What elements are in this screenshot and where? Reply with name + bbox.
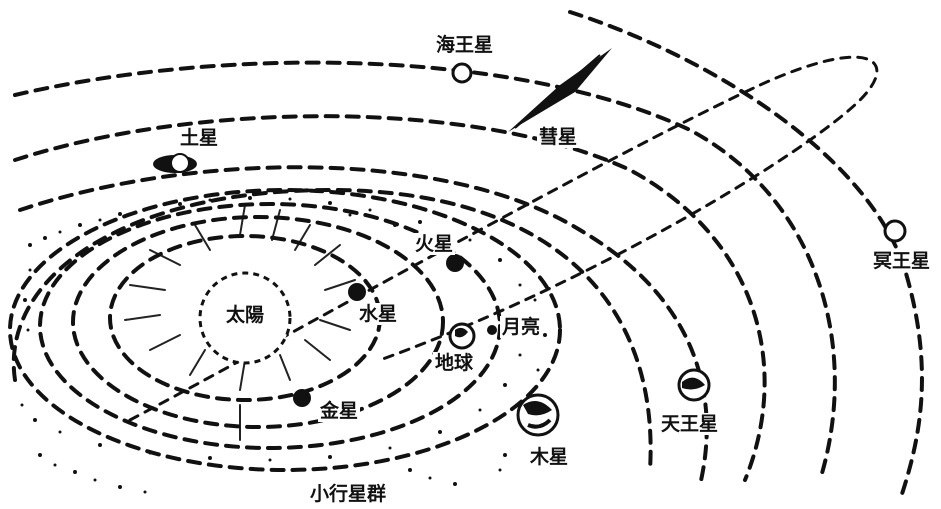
earth-icon — [448, 322, 476, 350]
moon-label: 月亮 — [500, 316, 543, 338]
comet — [508, 48, 612, 132]
mercury-label: 水星 — [357, 303, 400, 325]
earth-label: 地球 — [433, 352, 476, 374]
saturn-icon — [153, 153, 197, 173]
mercury-icon — [348, 283, 366, 301]
mars-icon — [446, 254, 464, 272]
jupiter-label: 木星 — [528, 446, 571, 468]
venus-label: 金星 — [318, 400, 361, 422]
venus-icon — [293, 389, 311, 407]
orbits — [8, 10, 924, 502]
uranus-icon — [677, 368, 711, 402]
uranus-label: 天王星 — [659, 413, 721, 435]
mars-label: 火星 — [413, 233, 456, 255]
comet-label: 彗星 — [537, 126, 580, 148]
neptune-label: 海王星 — [434, 34, 496, 56]
asteroid-belt-label: 小行星群 — [308, 483, 389, 505]
sun-label: 太陽 — [226, 304, 265, 326]
sun-icon — [198, 271, 292, 365]
saturn-label: 土星 — [178, 127, 221, 149]
moon-icon — [487, 325, 497, 335]
sun-rays — [124, 204, 356, 441]
neptune-icon — [451, 62, 473, 84]
pluto-label: 冥王星 — [871, 250, 933, 272]
comet-orbit — [128, 55, 879, 422]
jupiter-icon — [516, 393, 560, 437]
pluto-icon — [883, 219, 907, 243]
